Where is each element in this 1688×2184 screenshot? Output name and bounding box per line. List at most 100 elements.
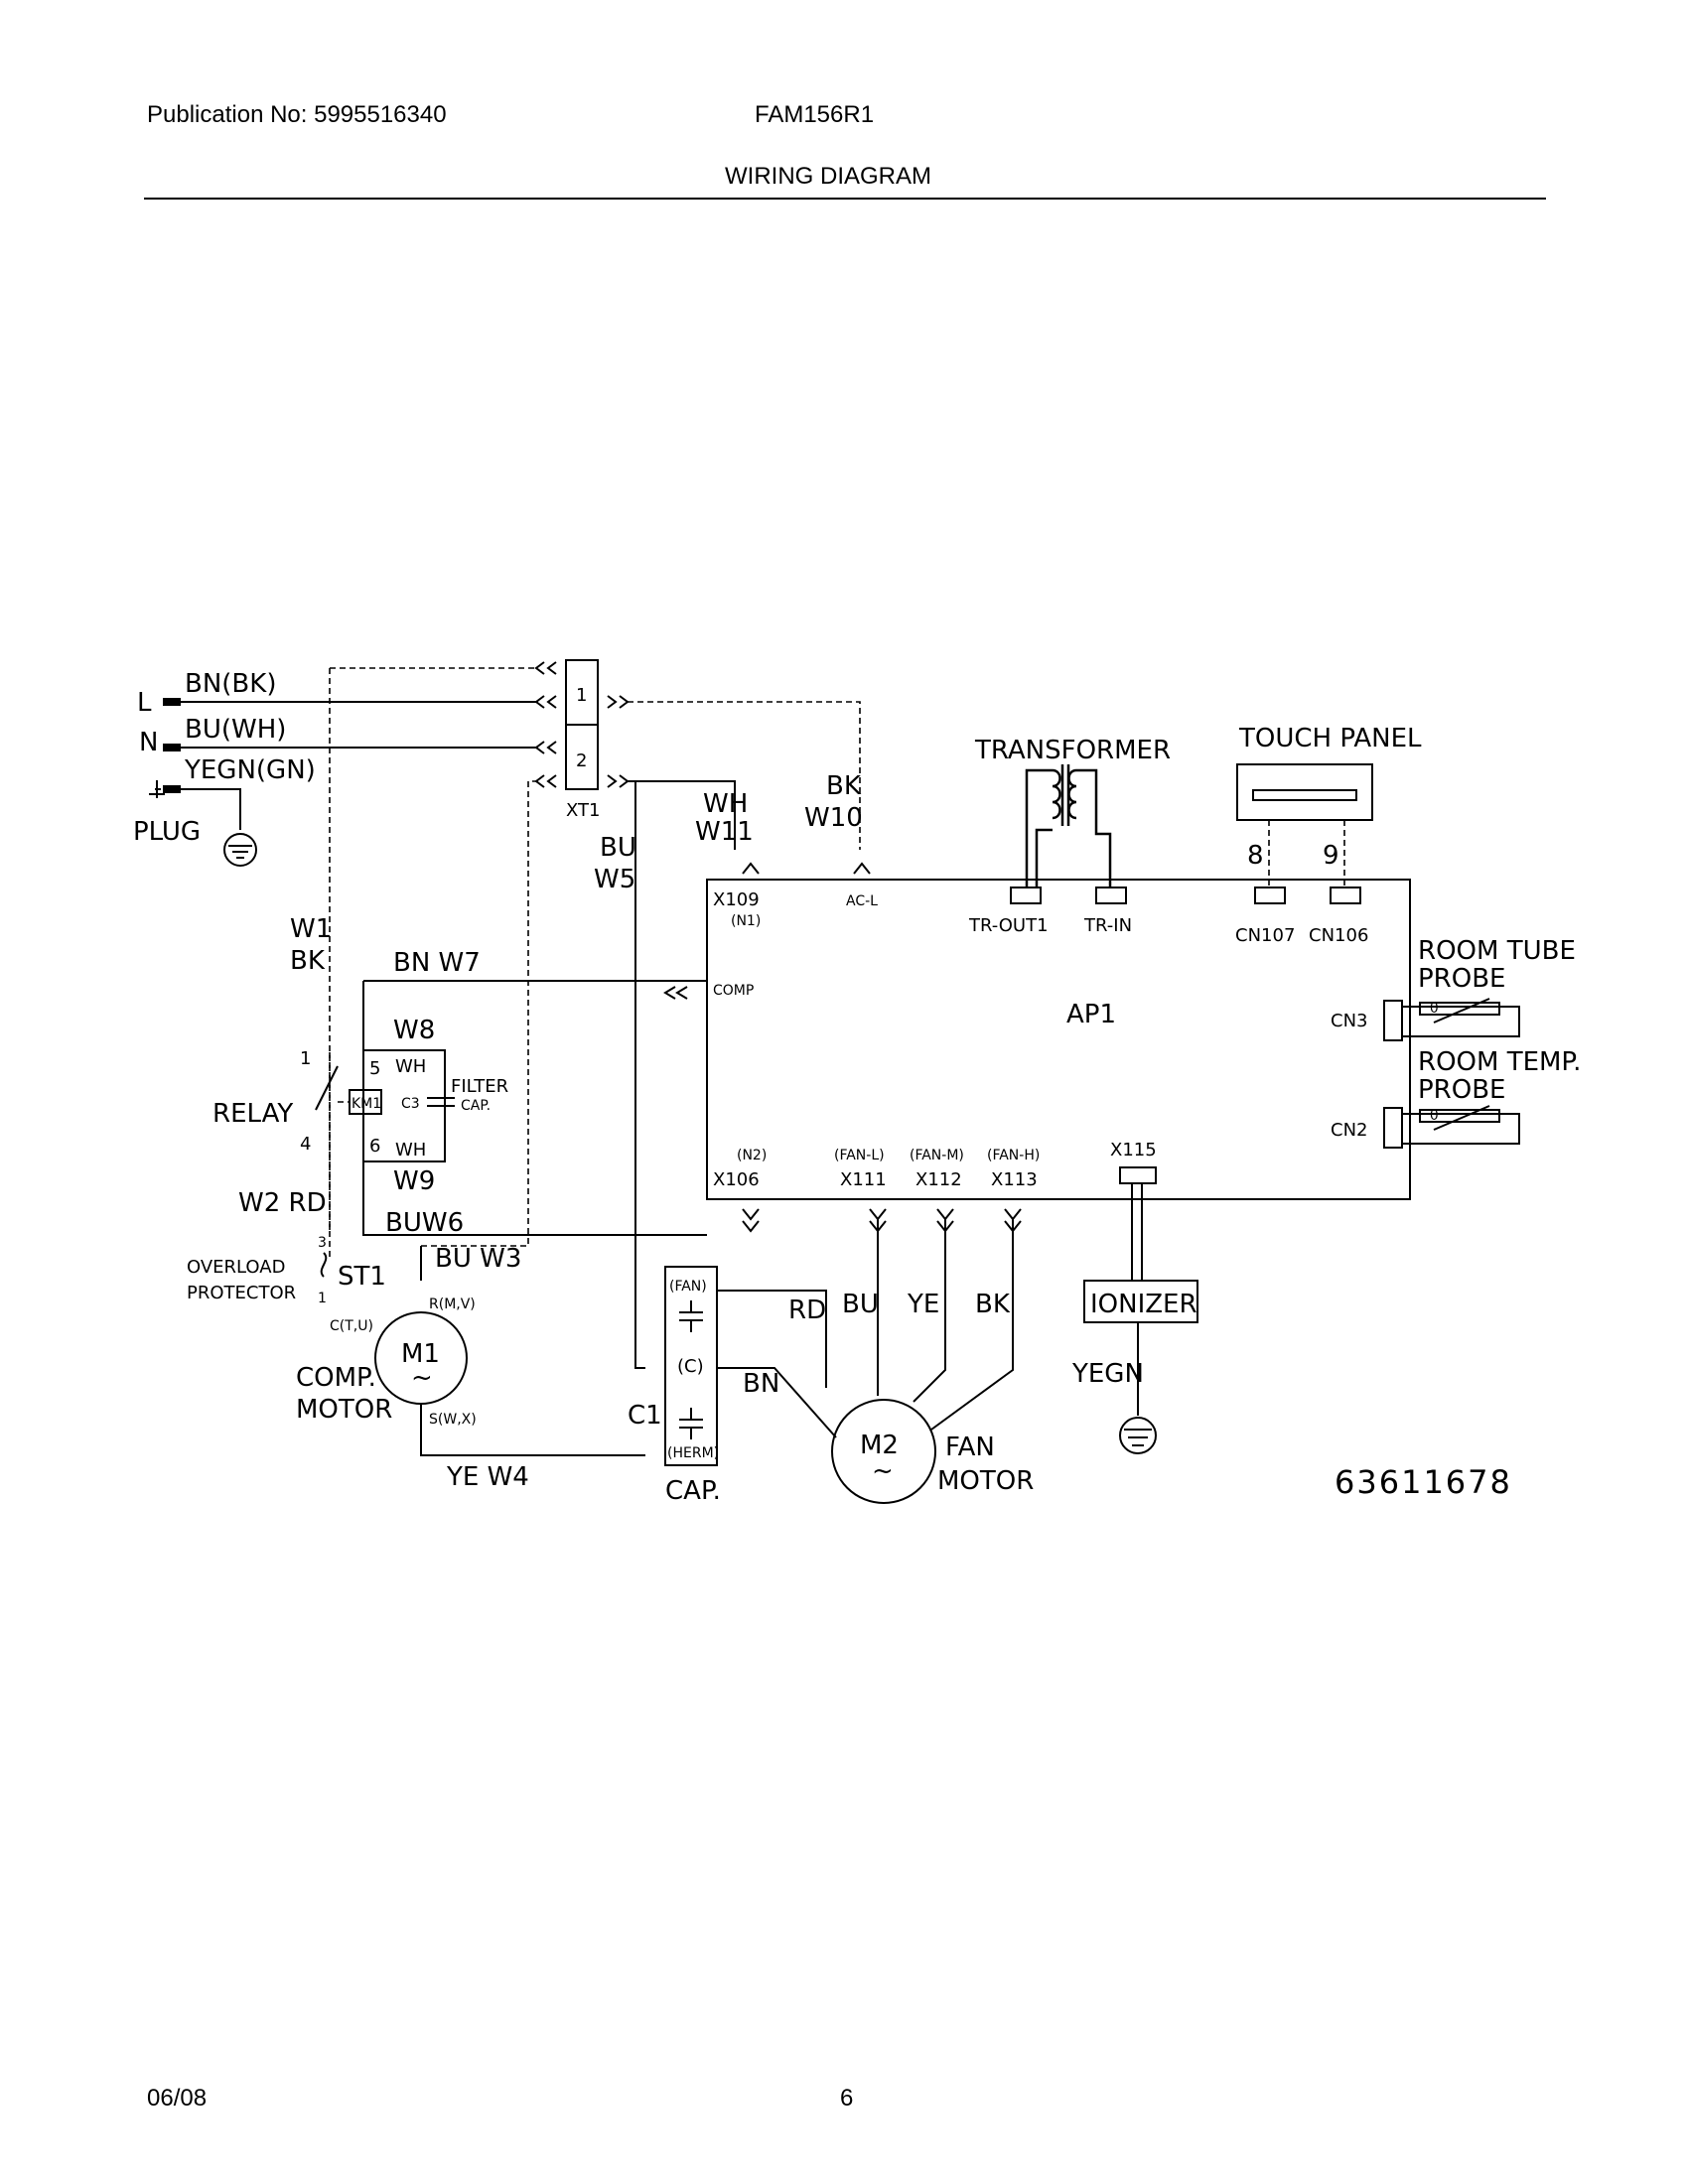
cap-herm-label: (HERM) (667, 1445, 719, 1461)
publication-number: Publication No: 5995516340 (147, 101, 447, 128)
svg-text:~: ~ (411, 1363, 433, 1393)
transformer-label: TRANSFORMER (974, 736, 1171, 765)
page-title: WIRING DIAGRAM (725, 163, 931, 190)
relay-label: RELAY (212, 1099, 293, 1129)
fan-motor-m2: M2 ~ FAN MOTOR RD BU YE BK BN (717, 1219, 1034, 1504)
fan-motor-ref: M2 (860, 1431, 899, 1460)
room-temp-probe: ROOM TEMP. PROBE θ (1402, 1047, 1581, 1145)
wire-buw3-label: BU W3 (435, 1244, 521, 1274)
wire-ye-label: YE (907, 1290, 939, 1319)
plug-n-label: N (139, 728, 158, 757)
touch-panel-box (1236, 763, 1373, 821)
plug-ground-pin (163, 785, 181, 793)
wire-bnw7-label: BN W7 (393, 948, 481, 978)
wire-yew4-label: YE W4 (446, 1462, 529, 1492)
wire-wh-label: WH (703, 789, 748, 819)
plug-l-wire-label: BN(BK) (185, 669, 276, 699)
board-acl: AC-L (846, 893, 878, 909)
board-n2: (N2) (737, 1148, 767, 1163)
control-board-ap1: AP1 X109 (N1) AC-L COMP (N2) X106 (FAN-L… (663, 862, 1411, 1233)
board-trout: TR-OUT1 (968, 915, 1049, 936)
tube-probe-label-2: PROBE (1418, 964, 1505, 994)
plug-n-wire-label: BU(WH) (185, 715, 286, 745)
board-cn2: CN2 (1331, 1120, 1368, 1141)
wire-w1-label: W1 (290, 914, 332, 944)
wire-bk-label: BK (826, 771, 862, 801)
board-x111: X111 (840, 1169, 887, 1190)
plug-label: PLUG (133, 817, 201, 847)
model-number: FAM156R1 (755, 101, 875, 128)
relay-pin-4: 4 (300, 1134, 311, 1155)
filter-cap-label-1: FILTER (451, 1076, 508, 1097)
board-x112: X112 (915, 1169, 962, 1190)
x115-connector (1119, 1166, 1157, 1184)
tube-probe-label-1: ROOM TUBE (1418, 936, 1576, 966)
touch-panel: TOUCH PANEL 8 9 (1236, 724, 1422, 887)
wire-bn-label: BN (743, 1369, 779, 1399)
overload-pin-3: 3 (318, 1235, 327, 1251)
comp-motor-label-2: MOTOR (296, 1395, 392, 1425)
fan-motor-label-1: FAN (945, 1433, 995, 1462)
wire-buw6-label: BUW6 (385, 1208, 464, 1238)
capacitor-c1: (FAN) (C) (HERM) C1 CAP. (628, 1266, 721, 1506)
touch-panel-label: TOUCH PANEL (1238, 724, 1422, 753)
wire-yegn-label: YEGN (1071, 1359, 1144, 1389)
wire-w2rd-label: W2 RD (238, 1188, 327, 1218)
wire-wh-top-label: WH (395, 1056, 426, 1077)
board-x115: X115 (1110, 1140, 1157, 1160)
wire-bk-w1-label: BK (290, 946, 326, 976)
transformer: TRANSFORMER (974, 736, 1171, 887)
cn2-connector (1383, 1107, 1403, 1149)
comp-motor-label-1: COMP. (296, 1363, 376, 1393)
touch-panel-pin-8: 8 (1247, 841, 1264, 871)
relay-pin-1: 1 (300, 1048, 311, 1069)
header-rule (144, 198, 1546, 200)
cn107-connector (1254, 887, 1286, 904)
board-cn107: CN107 (1235, 925, 1295, 946)
board-trin: TR-IN (1083, 915, 1132, 936)
svg-text:~: ~ (872, 1456, 894, 1486)
tube-probe-theta: θ (1430, 1001, 1439, 1017)
xt1-terminal-2: 2 (576, 751, 587, 771)
wire-wh-bot-label: WH (395, 1140, 426, 1160)
board-n1: (N1) (731, 913, 761, 929)
temp-probe-theta: θ (1430, 1108, 1439, 1124)
comp-motor-s: S(W,X) (429, 1412, 477, 1428)
board-cn106: CN106 (1309, 925, 1368, 946)
board-x113: X113 (991, 1169, 1038, 1190)
cap-label: CAP. (665, 1476, 721, 1506)
wire-bu-fan-label: BU (842, 1290, 879, 1319)
board-ref: AP1 (1066, 1000, 1116, 1029)
overload-label-1: OVERLOAD (187, 1257, 285, 1278)
relay-pin-6: 6 (369, 1136, 380, 1157)
cn106-connector (1330, 887, 1361, 904)
terminal-block-xt1: 1 2 XT1 (534, 659, 630, 821)
wire-rd-label: RD (788, 1296, 826, 1325)
overload-ref: ST1 (338, 1262, 386, 1292)
board-comp: COMP (713, 983, 754, 999)
temp-probe-label-2: PROBE (1418, 1075, 1505, 1105)
plug: L N BN(BK) BU(WH) YEGN(GN) PLUG (133, 669, 316, 867)
temp-probe-label-1: ROOM TEMP. (1418, 1047, 1581, 1077)
board-fanh: (FAN-H) (987, 1148, 1040, 1163)
plug-ground-wire-label: YEGN(GN) (184, 755, 316, 785)
cap-c-label: (C) (677, 1356, 704, 1377)
plug-l-label: L (137, 688, 152, 718)
filter-cap-ref: C3 (401, 1096, 420, 1112)
comp-motor-r: R(M,V) (429, 1297, 476, 1312)
board-x106: X106 (713, 1169, 760, 1190)
wire-bu-label: BU (600, 833, 636, 863)
wire-w8-label: W8 (393, 1016, 435, 1045)
touch-panel-pin-9: 9 (1323, 841, 1339, 871)
xt1-label: XT1 (566, 800, 600, 821)
ionizer: IONIZER YEGN (1071, 1183, 1198, 1454)
board-fanm: (FAN-M) (910, 1148, 964, 1163)
wire-bk-fan-label: BK (975, 1290, 1011, 1319)
tr-out1-connector (1010, 887, 1042, 904)
drawing-number: 63611678 (1335, 1463, 1512, 1501)
overload-protector: OVERLOAD PROTECTOR ST1 3 1 (187, 1235, 386, 1306)
wire-w10-label: W10 (804, 803, 863, 833)
overload-label-2: PROTECTOR (187, 1283, 296, 1303)
tr-in-connector (1095, 887, 1127, 904)
